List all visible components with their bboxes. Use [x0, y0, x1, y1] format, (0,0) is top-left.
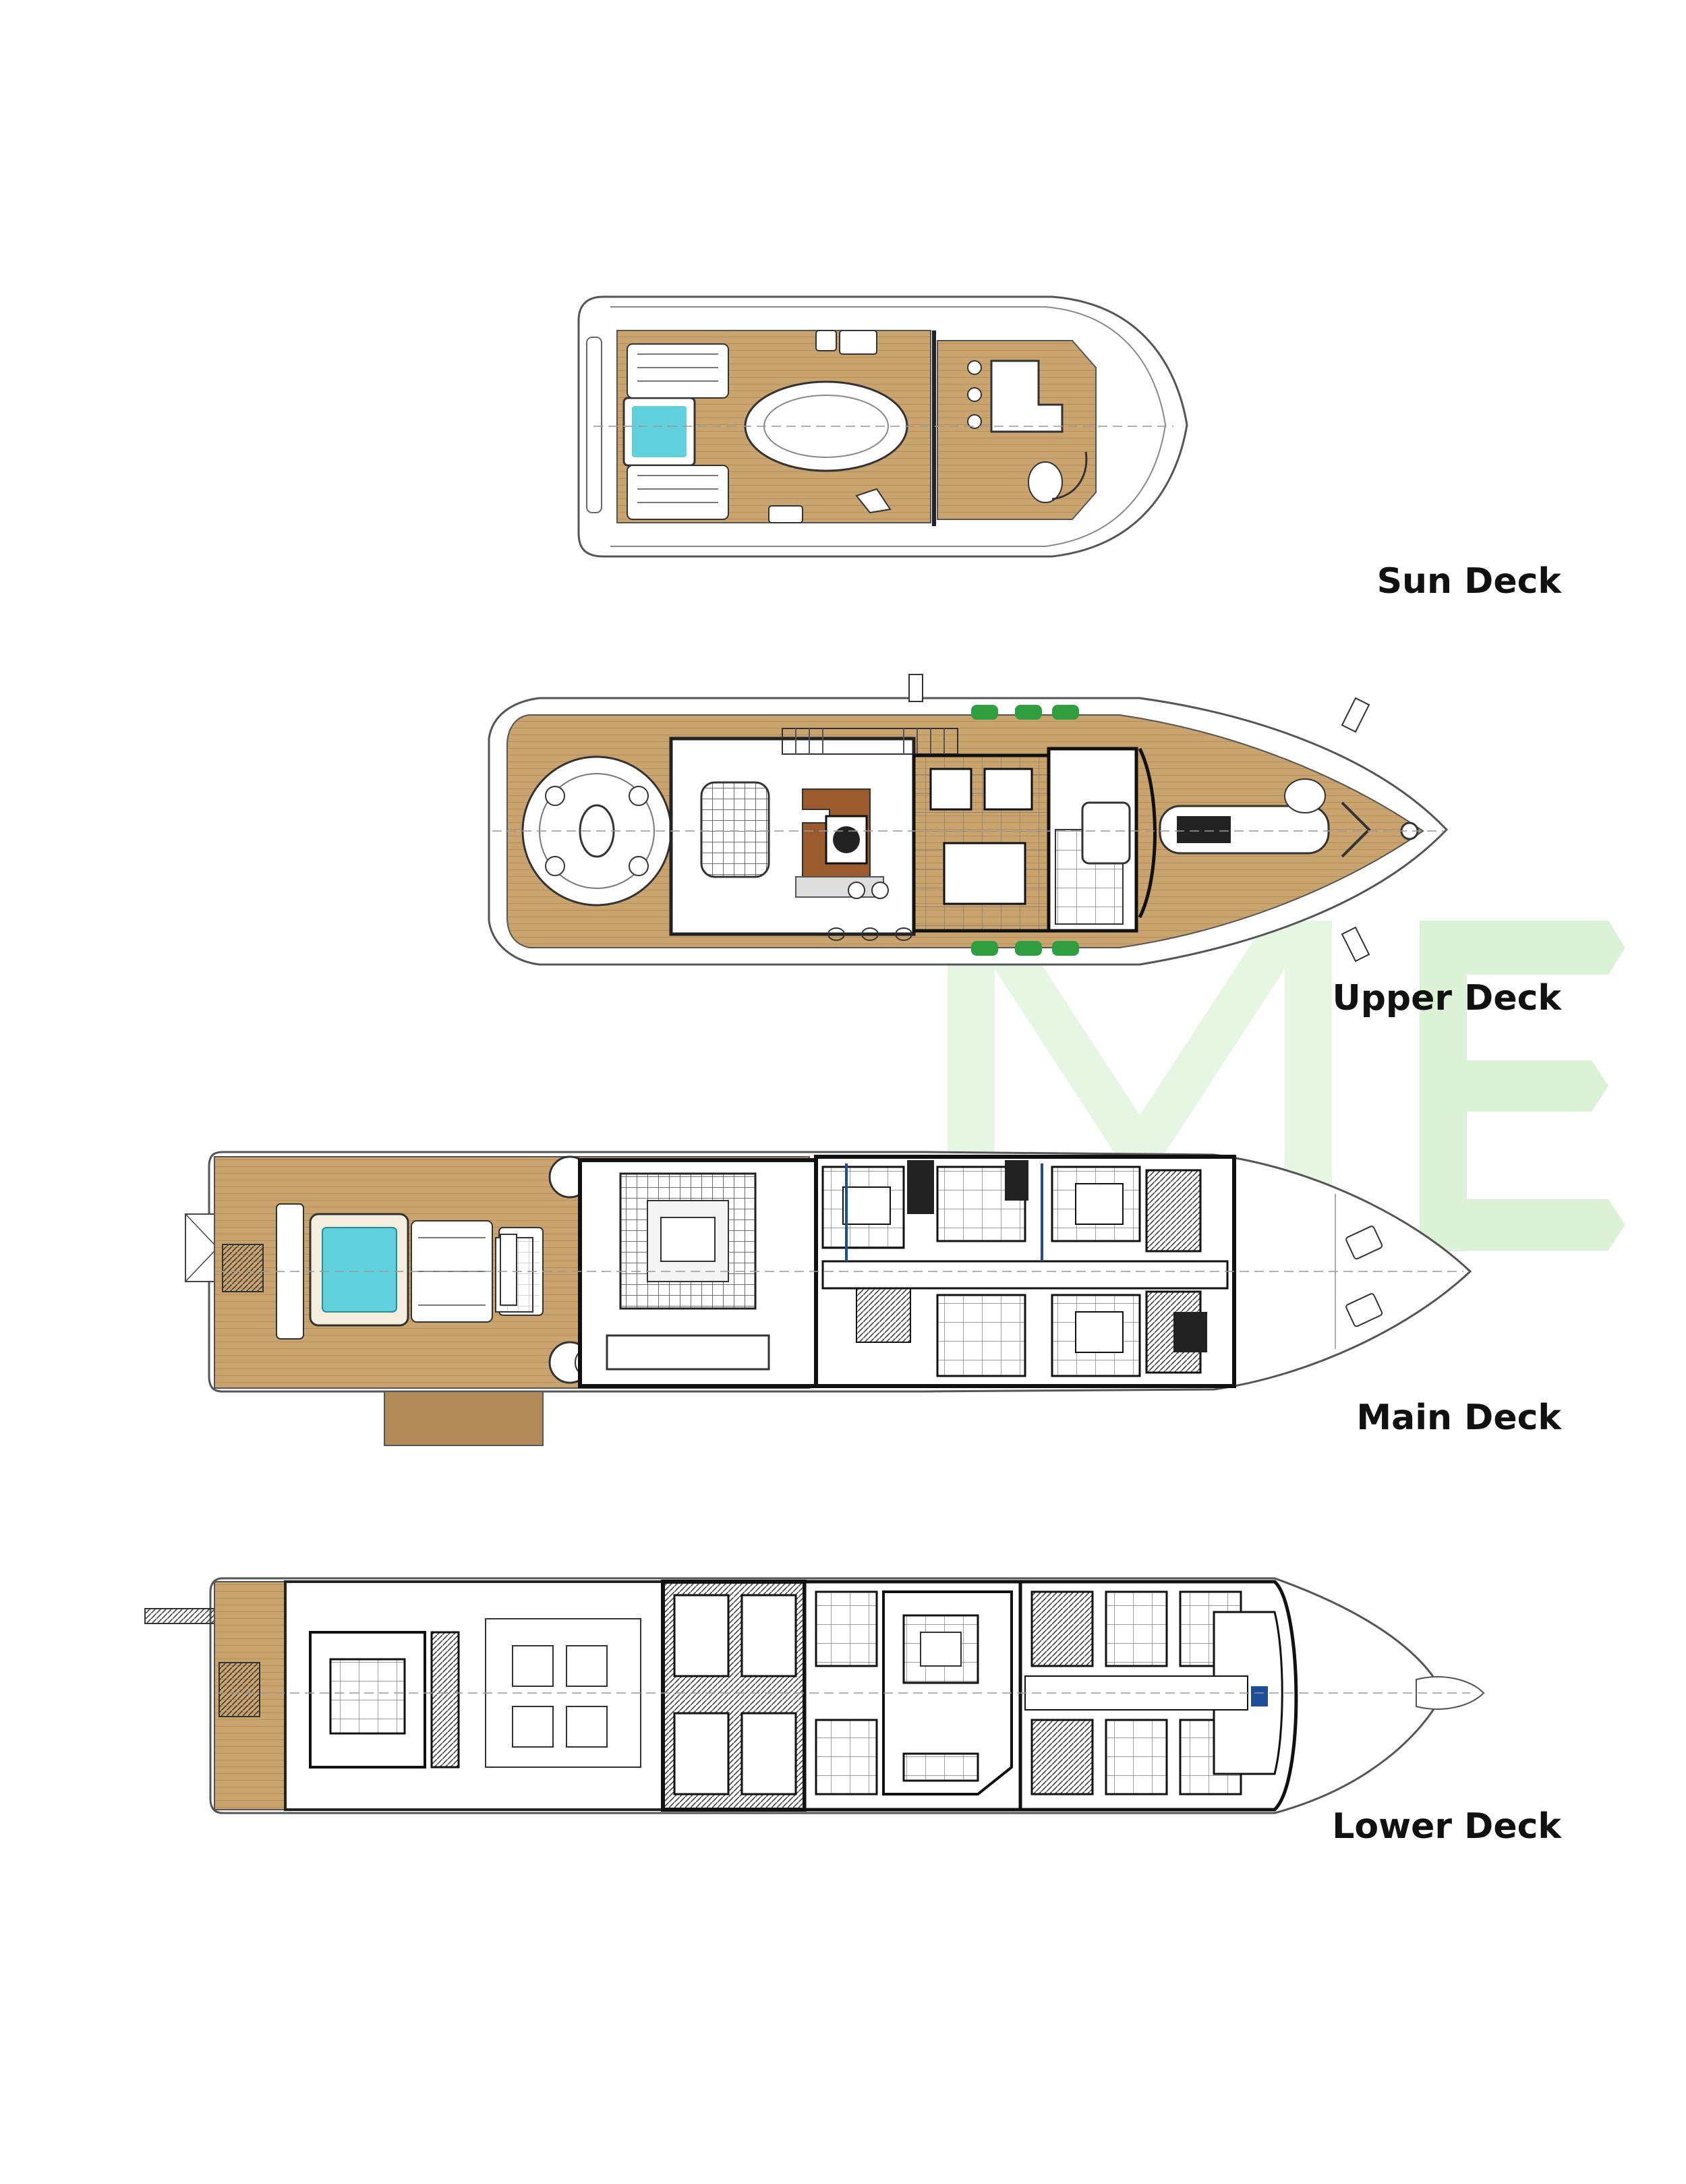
upper-deck-label: Upper Deck — [1332, 978, 1561, 1018]
main-deck-plan — [185, 1151, 1472, 1446]
lower-deck-label: Lower Deck — [1332, 1806, 1561, 1847]
main-deck-label: Main Deck — [1356, 1398, 1561, 1438]
sun-deck-plan — [577, 295, 1188, 558]
upper-deck-plan — [488, 674, 1449, 966]
lower-deck-plan — [144, 1577, 1485, 1814]
sun-deck-label: Sun Deck — [1376, 561, 1561, 602]
